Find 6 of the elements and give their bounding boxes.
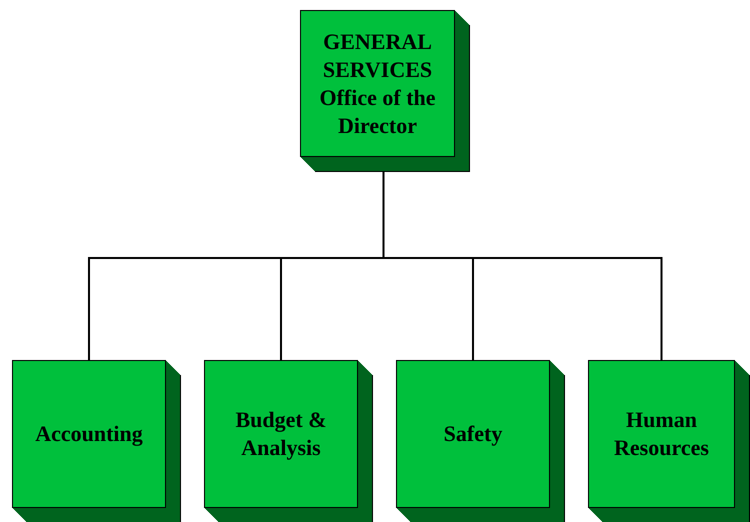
box-title: Accounting (35, 420, 143, 448)
box-title: Safety (444, 420, 502, 448)
box-title: GENERAL SERVICES (322, 28, 434, 84)
box-title: Budget & Analysis (234, 406, 328, 462)
box-title: Office of the Director (318, 84, 437, 140)
box-title: Human Resources (613, 406, 710, 462)
